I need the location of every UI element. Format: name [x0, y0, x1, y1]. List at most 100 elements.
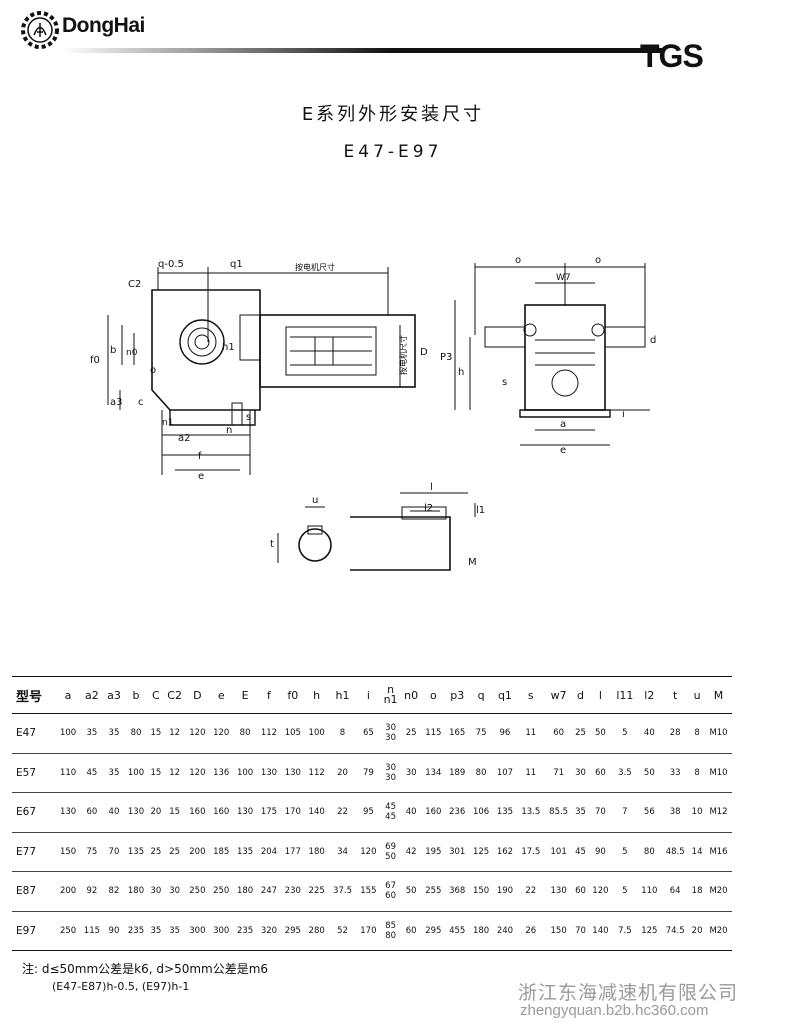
table-cell: 85.5 — [549, 807, 569, 818]
dimension-label: q1 — [230, 259, 243, 270]
table-cell: 50 — [643, 767, 655, 778]
table-cell: 11 — [525, 767, 537, 778]
table-cell: 200 — [189, 846, 206, 857]
column-header: f — [267, 688, 271, 702]
table-cell: 10 — [691, 807, 703, 818]
table-cell: 195 — [425, 846, 442, 857]
dimension-label: a3 — [110, 397, 123, 408]
table-cell: 112 — [260, 728, 278, 739]
column-header: D — [193, 688, 202, 702]
table-cell: M10 — [709, 767, 728, 778]
table-cell: 52 — [337, 925, 348, 936]
table-cell: 38 — [669, 807, 681, 818]
table-cell: 8 — [339, 728, 346, 739]
table-cell: 135 — [236, 846, 254, 857]
table-cell: 8 — [694, 767, 700, 778]
dimension-label: n0 — [126, 348, 138, 358]
table-cell: 120 — [189, 767, 206, 778]
table-cell: 110 — [641, 886, 658, 897]
table-cell: 80 — [239, 728, 251, 739]
table-cell: 35 — [108, 728, 120, 739]
table-cell: 30 — [150, 886, 162, 897]
table-cell: 100 — [127, 767, 145, 778]
table-cell: 33 — [669, 767, 681, 778]
dimension-label: n1 — [162, 418, 173, 428]
table-cell: 130 — [59, 807, 77, 818]
table-cell: 225 — [308, 886, 325, 897]
table-cell: 177 — [284, 846, 301, 857]
table-cell: 5 — [622, 728, 628, 739]
dimension-label: 按电机尺寸 — [398, 335, 408, 375]
table-cell: 11 — [525, 728, 537, 739]
table-cell: 155 — [360, 886, 377, 897]
table-cell: 236 — [449, 807, 466, 818]
table-cell: 25 — [405, 728, 417, 739]
table-cell: 35 — [575, 807, 586, 818]
table-cell: 105 — [284, 728, 301, 739]
table-cell: 74.5 — [665, 925, 685, 936]
column-header: q — [477, 688, 485, 702]
table-cell: 5 — [622, 846, 628, 857]
table-cell: 14 — [691, 846, 703, 857]
dimension-label: D — [420, 347, 428, 358]
table-cell: 25 — [575, 728, 586, 739]
table-cell: 60 — [575, 886, 586, 897]
table-cell: 115 — [83, 925, 101, 936]
dimension-label: W7 — [556, 273, 571, 283]
table-cell: 200 — [59, 886, 77, 897]
table-cell: 5 — [622, 886, 628, 897]
table-cell: 180 — [127, 886, 145, 897]
table-cell: 80 — [643, 846, 655, 857]
dimension-label: a — [560, 419, 566, 430]
table-cell: 280 — [308, 925, 325, 936]
table-cell: 20 — [691, 925, 703, 936]
table-cell: 130 — [236, 807, 254, 818]
column-header: q1 — [497, 688, 512, 702]
table-cell: 71 — [553, 767, 565, 778]
table-cell: 247 — [260, 886, 278, 897]
table-cell: 12 — [169, 728, 181, 739]
dimension-label: s — [502, 377, 507, 388]
table-cell: 140 — [592, 925, 609, 936]
table-cell: 130 — [550, 886, 567, 897]
table-cell: 170 — [360, 925, 377, 936]
table-cell: 130 — [284, 767, 301, 778]
column-header: M — [713, 688, 724, 702]
page-title: E系列外形安装尺寸 — [301, 104, 485, 125]
dimension-label: e — [198, 471, 204, 482]
dimension-label: s — [246, 412, 251, 423]
table-cell: 18 — [691, 886, 703, 897]
table-cell: 15 — [150, 728, 162, 739]
table-cell: M20 — [709, 925, 728, 936]
table-cell: 79 — [362, 767, 374, 778]
model-cell: E47 — [16, 727, 36, 740]
table-cell: 255 — [425, 886, 442, 897]
page-subtitle: E47-E97 — [343, 142, 443, 162]
table-cell: 35 — [169, 925, 181, 936]
column-header: s — [527, 688, 534, 702]
table-cell: 295 — [425, 925, 442, 936]
table-cell: 65 — [362, 728, 374, 739]
dimension-label: t — [270, 539, 274, 550]
table-cell: 180 — [472, 925, 490, 936]
table-cell: 42 — [405, 846, 417, 857]
table-cell: 12 — [169, 767, 181, 778]
table-cell: 112 — [308, 767, 325, 778]
table-cell: 75 — [475, 728, 487, 739]
column-header: e — [217, 688, 225, 702]
dimension-label: P3 — [440, 352, 452, 363]
table-cell: 150 — [472, 886, 490, 897]
table-cell: 25 — [150, 846, 162, 857]
table-cell: 26 — [525, 925, 537, 936]
table-cell: 165 — [449, 728, 466, 739]
dimension-label: n — [226, 425, 232, 436]
table-cell: 135 — [496, 807, 514, 818]
table-cell: 28 — [669, 728, 681, 739]
table-cell: 160 — [213, 807, 230, 818]
